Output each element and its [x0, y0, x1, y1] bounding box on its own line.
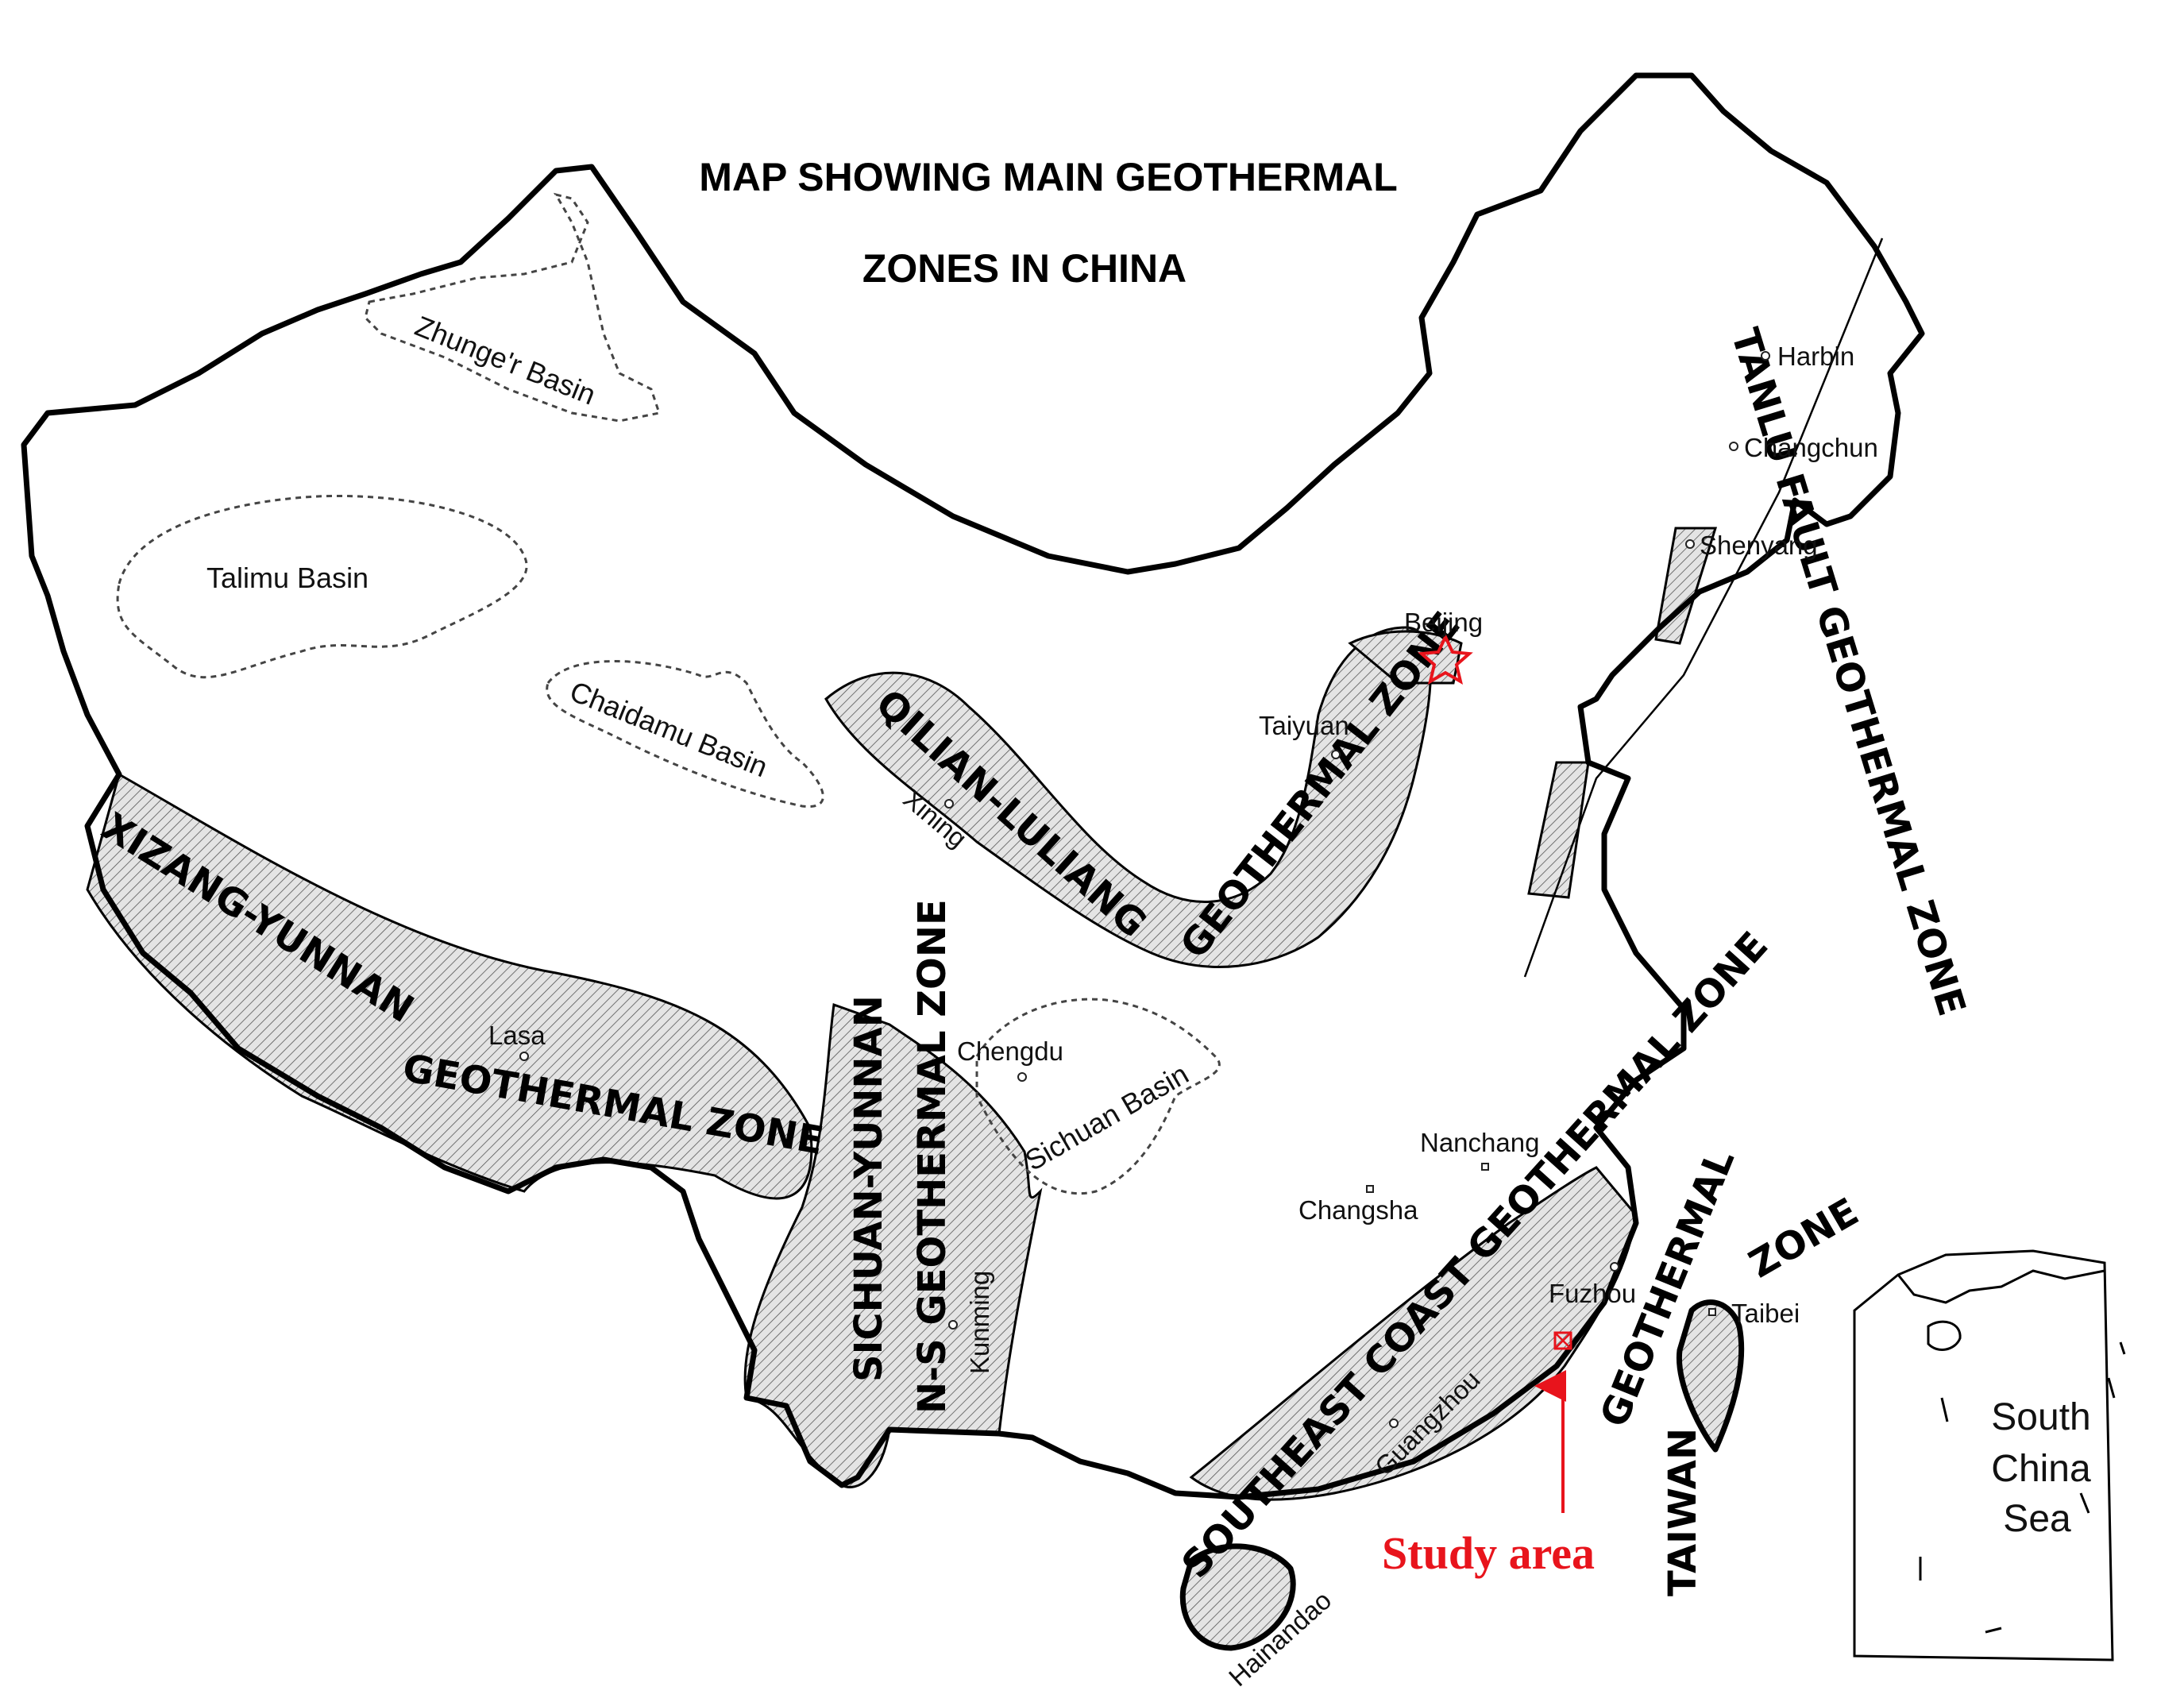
fuzhou-label: Fuzhou: [1549, 1279, 1636, 1308]
taiyuan-marker: [1331, 750, 1341, 759]
study-area-marker-icon: [1553, 1331, 1572, 1350]
fuzhou-marker: [1610, 1262, 1619, 1272]
nanchang-label: Nanchang: [1420, 1128, 1539, 1157]
changchun-label: Changchun: [1744, 433, 1878, 462]
talimu-basin-label: Talimu Basin: [206, 562, 369, 594]
changsha-marker: [1366, 1185, 1374, 1193]
nanchang-marker: [1481, 1163, 1489, 1171]
inset-mark-3: [2119, 1341, 2126, 1355]
study-area-label: Study area: [1382, 1527, 1595, 1579]
lasa-marker: [519, 1052, 529, 1061]
taiwan-zone-label-3: ZONE: [1742, 1190, 1866, 1287]
inset-island: [1927, 1320, 1962, 1351]
harbin-label: Harbin: [1777, 342, 1854, 371]
inset-mark-2: [2107, 1377, 2116, 1399]
sichuan-basin-label: Sichuan Basin: [1020, 1057, 1194, 1177]
shenyang-marker: [1685, 539, 1695, 549]
tanlu-fault-line: [1523, 237, 1884, 978]
study-area-marker-cross-b: [1554, 1332, 1572, 1349]
inset-mark-6: [1985, 1627, 2002, 1634]
chaidamu-basin-outline: [546, 660, 824, 809]
inset-label-line2: China: [1991, 1448, 2091, 1490]
xining-marker: [944, 799, 954, 809]
chengdu-marker: [1017, 1072, 1027, 1082]
kunming-label: Kunming: [965, 1271, 994, 1374]
talimu-basin-outline: [116, 494, 528, 679]
zhunger-basin-label: Zhunge'r Basin: [411, 309, 600, 411]
taibei-marker: [1708, 1308, 1716, 1316]
harbin-marker: [1761, 351, 1770, 361]
chengdu-label: Chengdu: [957, 1036, 1063, 1066]
sichuan-yunnan-label: SICHUAN-YUNNAN: [847, 995, 891, 1382]
taiwan-coast: [1676, 1299, 1745, 1453]
sichuan-yunnan-zone-area: [743, 1002, 1043, 1488]
sichuan-basin-outline: [975, 998, 1221, 1195]
lasa-label: Lasa: [488, 1021, 546, 1050]
kunming-marker: [948, 1320, 958, 1330]
shenyang-label: Shenyang: [1700, 531, 1818, 560]
beijing-star-icon: [1418, 633, 1473, 685]
hainan-coast: [1179, 1543, 1296, 1651]
inset-mark-4: [2079, 1492, 2090, 1514]
map-title-line1: MAP SHOWING MAIN GEOTHERMAL: [699, 155, 1398, 199]
taiwan-zone-label-1: TAIWAN: [1661, 1428, 1705, 1596]
south-china-sea-inset-frame: [1853, 1249, 2114, 1662]
inset-label-line1: South: [1991, 1396, 2090, 1438]
changchun-marker: [1729, 442, 1738, 451]
sichuan-ns-zone-label: N-S GEOTHERMAL ZONE: [910, 899, 955, 1414]
taibei-label: Taibei: [1731, 1299, 1800, 1328]
inset-mark-1: [1940, 1397, 1949, 1422]
inset-coastline: [1897, 1269, 2105, 1304]
changsha-label: Changsha: [1298, 1195, 1418, 1225]
beijing-label: Beijing: [1404, 608, 1483, 637]
inset-label-line3: Sea: [2003, 1498, 2071, 1540]
chaidamu-basin-label: Chaidamu Basin: [565, 674, 772, 783]
taiyuan-label: Taiyuan: [1259, 711, 1349, 740]
tanlu-zone-label: TANLU FAULT GEOTHERMAL ZONE: [1723, 323, 1974, 1021]
xizang-yunnan-zone-area: [86, 772, 813, 1200]
zhunger-basin-outline: [364, 192, 661, 423]
map-title-line2: ZONES IN CHINA: [862, 246, 1187, 291]
tanlu-zone-area-south: [1527, 761, 1590, 899]
china-border: [21, 72, 1925, 1500]
guangzhou-marker: [1389, 1418, 1399, 1428]
